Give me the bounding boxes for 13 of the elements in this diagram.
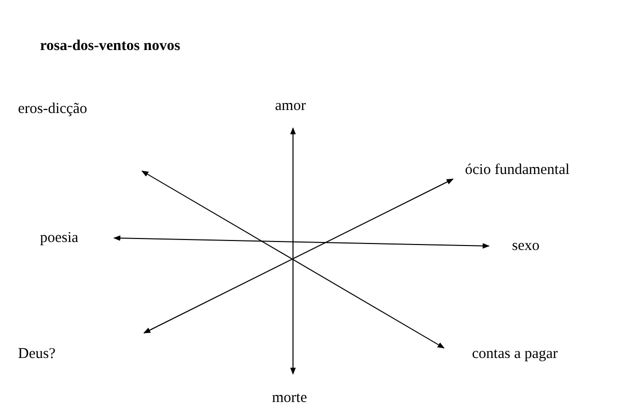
direction-label: poesia	[40, 228, 78, 248]
arrow	[143, 178, 454, 334]
arrow	[141, 170, 445, 348]
arrow	[113, 235, 490, 249]
direction-label: morte	[272, 388, 307, 408]
direction-label: ócio fundamental	[465, 160, 570, 180]
direction-label: sexo	[512, 236, 540, 256]
arrow	[290, 127, 296, 375]
direction-label: contas a pagar	[472, 344, 558, 364]
direction-label: Deus?	[18, 344, 56, 364]
direction-label: amor	[275, 96, 306, 116]
direction-label: eros-dicção	[18, 99, 88, 119]
title: rosa-dos-ventos novos	[40, 37, 180, 56]
